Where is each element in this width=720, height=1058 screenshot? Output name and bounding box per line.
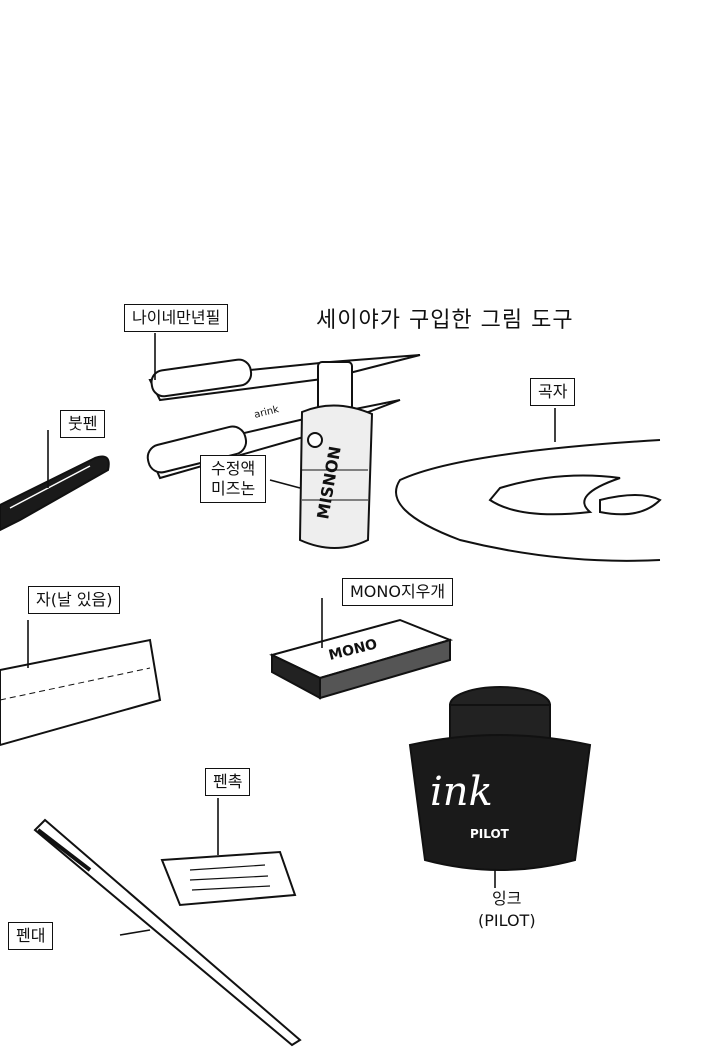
eraser-illustration: MONO bbox=[269, 618, 454, 700]
curve-ruler-illustration bbox=[395, 439, 662, 562]
label-ink-line2: (PILOT) bbox=[478, 911, 536, 930]
label-curve-ruler: 곡자 bbox=[530, 378, 576, 406]
svg-text:arink: arink bbox=[253, 404, 280, 421]
label-correction-fluid: 수정액 미즈논 bbox=[200, 455, 267, 503]
ink-bottle-text: ink bbox=[430, 769, 493, 815]
brush-pen-illustration bbox=[0, 455, 110, 532]
label-nib: 펜촉 bbox=[205, 768, 251, 796]
leader-lines bbox=[27, 333, 556, 936]
label-eraser: MONO지우개 bbox=[342, 578, 454, 606]
label-pen-holder: 펜대 bbox=[8, 922, 54, 950]
pen-holder-illustration bbox=[33, 818, 302, 1047]
page-title: 세이야가 구입한 그림 도구 bbox=[316, 308, 574, 333]
ruler-illustration bbox=[0, 638, 162, 747]
label-ruler: 자(날 있음) bbox=[28, 586, 121, 614]
label-correction-fluid-line2: 미즈논 bbox=[211, 479, 256, 498]
correction-fluid-illustration: MISNON bbox=[298, 361, 374, 549]
ink-bottle-illustration: ink PILOT bbox=[408, 686, 592, 871]
nib-box-illustration bbox=[160, 850, 297, 907]
label-nylon-pen: 나이네만년필 bbox=[124, 304, 229, 332]
label-correction-fluid-line1: 수정액 bbox=[211, 459, 256, 478]
pilot-bottle-text: PILOT bbox=[470, 827, 510, 841]
nylon-pen-illustration: arink bbox=[146, 354, 421, 480]
label-brush-pen: 붓펜 bbox=[60, 410, 106, 438]
label-ink-line1: 잉크 bbox=[492, 889, 522, 908]
label-ink: 잉크 (PILOT) bbox=[478, 888, 536, 932]
